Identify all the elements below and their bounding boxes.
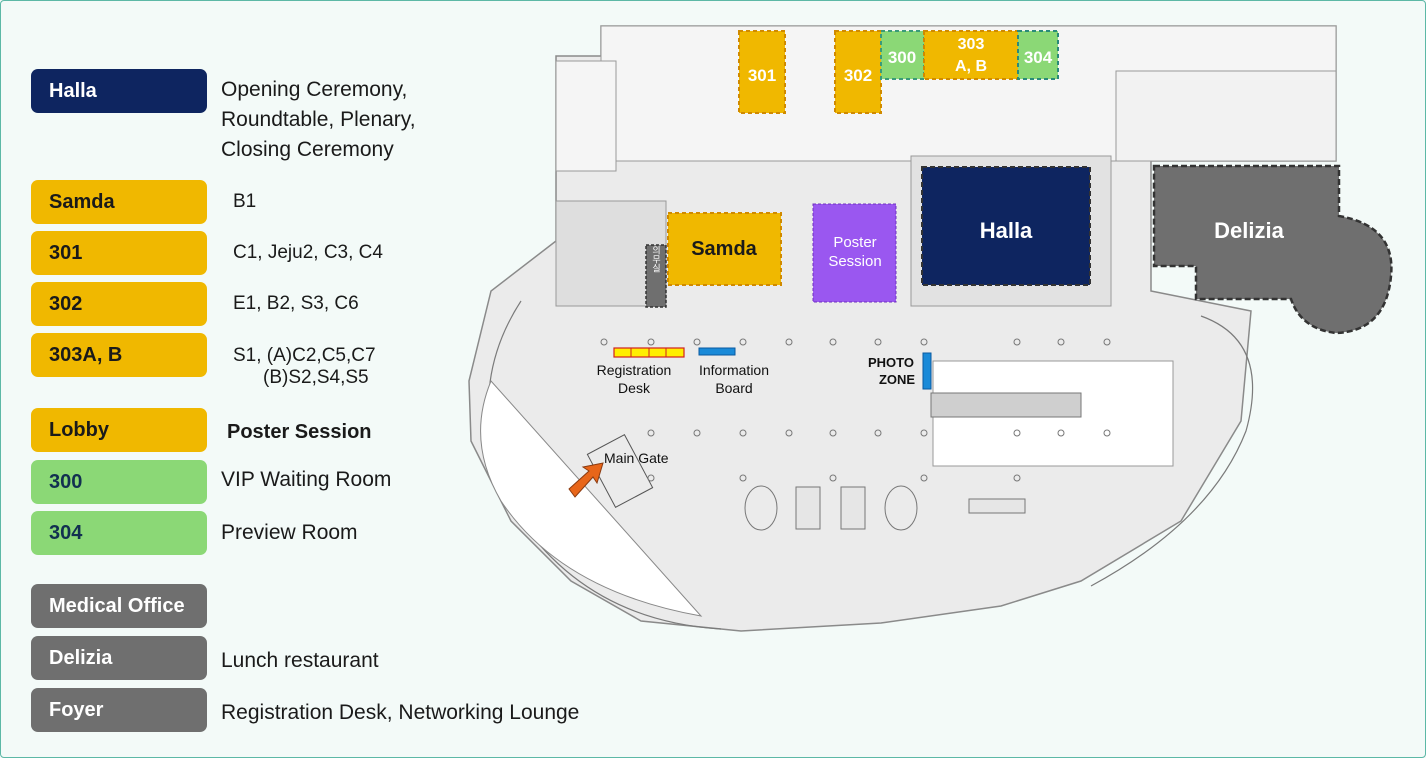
photo-zone[interactable] <box>922 352 932 390</box>
legend-300-label: 300 <box>49 470 83 493</box>
legend-303ab-label: 303A, B <box>49 343 123 366</box>
legend-303ab-badge[interactable]: 303A, B <box>31 333 207 377</box>
legend-lobby-label: Lobby <box>49 418 109 441</box>
lobby-stairs <box>744 485 1026 531</box>
room-medical[interactable] <box>645 244 667 308</box>
legend-301-desc: C1, Jeju2, C3, C4 <box>233 242 383 263</box>
room-304[interactable] <box>1017 30 1059 80</box>
legend-halla-desc-line2: Roundtable, Plenary, <box>221 108 416 131</box>
legend-300-badge[interactable]: 300 <box>31 460 207 504</box>
legend-delizia-desc: Lunch restaurant <box>221 649 379 672</box>
room-303-label: 303 <box>958 36 985 53</box>
legend-samda-badge[interactable]: Samda <box>31 180 207 224</box>
legend-samda-label: Samda <box>49 190 115 213</box>
room-poster-session[interactable] <box>812 203 897 303</box>
legend-302-label: 302 <box>49 292 83 315</box>
columns <box>600 338 1111 482</box>
legend-foyer-label: Foyer <box>49 698 104 721</box>
registration-label-line2: Desk <box>618 380 651 396</box>
legend-303ab-desc-line2: (B)S2,S4,S5 <box>263 367 369 388</box>
room-303[interactable] <box>923 30 1019 80</box>
room-delizia[interactable] <box>1152 164 1393 335</box>
legend-halla-label: Halla <box>49 79 97 102</box>
legend-delizia-label: Delizia <box>49 646 113 669</box>
room-301-label: 301 <box>748 66 776 85</box>
room-302-label: 302 <box>844 66 872 85</box>
legend-delizia-badge[interactable]: Delizia <box>31 636 207 680</box>
main-gate[interactable] <box>586 433 654 509</box>
room-303-sub-label: A, B <box>955 58 987 75</box>
legend-303ab-desc: S1, (A)C2,C5,C7 (B)S2,S4,S5 <box>233 345 376 389</box>
escalators <box>930 392 1082 418</box>
legend-304-badge[interactable]: 304 <box>31 511 207 555</box>
legend-301-badge[interactable]: 301 <box>31 231 207 275</box>
room-samda[interactable] <box>667 212 782 286</box>
legend-foyer-badge[interactable]: Foyer <box>31 688 207 732</box>
information-board[interactable] <box>698 347 736 356</box>
poster-label-line1: Poster <box>833 234 876 251</box>
legend-lobby-badge[interactable]: Lobby <box>31 408 207 452</box>
right-annex <box>1115 70 1337 162</box>
legend-medical-badge[interactable]: Medical Office <box>31 584 207 628</box>
registration-desk[interactable] <box>613 347 685 358</box>
information-label-line2: Board <box>715 380 752 396</box>
white-entrance-area <box>480 380 703 617</box>
legend-halla-desc: Opening Ceremony, Roundtable, Plenary, C… <box>221 75 416 165</box>
legend-303ab-desc-line1: S1, (A)C2,C5,C7 <box>233 345 376 366</box>
room-301[interactable] <box>738 30 786 114</box>
outer-curve-right <box>1090 315 1254 587</box>
room-halla-label: Halla <box>980 218 1033 243</box>
room-304-label: 304 <box>1024 48 1053 67</box>
legend-301-label: 301 <box>49 241 83 264</box>
left-upper-block <box>555 60 617 172</box>
legend-lobby-desc: Poster Session <box>227 421 372 443</box>
legend-samda-desc: B1 <box>233 191 257 212</box>
information-label-line1: Information <box>699 362 769 378</box>
legend-300-desc: VIP Waiting Room <box>221 468 392 491</box>
legend-304-label: 304 <box>49 521 83 544</box>
room-medical-label: 의무실 <box>651 245 661 272</box>
room-samda-label: Samda <box>691 238 757 260</box>
room-delizia-label: Delizia <box>1214 218 1284 243</box>
legend-foyer-desc: Registration Desk, Networking Lounge <box>221 701 580 724</box>
legend-halla-desc-line3: Closing Ceremony <box>221 138 394 161</box>
room-300-label: 300 <box>888 48 916 67</box>
legend-halla-badge[interactable]: Halla <box>31 69 207 113</box>
legend-304-desc: Preview Room <box>221 521 358 544</box>
legend-medical-label: Medical Office <box>49 594 185 617</box>
legend-halla-desc-line1: Opening Ceremony, <box>221 78 408 101</box>
room-302[interactable] <box>834 30 882 114</box>
legend-302-badge[interactable]: 302 <box>31 282 207 326</box>
registration-label-line1: Registration <box>597 362 672 378</box>
photo-zone-label-line2: ZONE <box>879 372 915 387</box>
photo-zone-label-line1: PHOTO <box>868 355 914 370</box>
room-halla[interactable] <box>921 166 1091 286</box>
main-gate-arrow-icon <box>568 462 604 498</box>
main-gate-label: Main Gate <box>604 450 669 466</box>
legend-302-desc: E1, B2, S3, C6 <box>233 293 359 314</box>
poster-label-line2: Session <box>828 253 881 270</box>
